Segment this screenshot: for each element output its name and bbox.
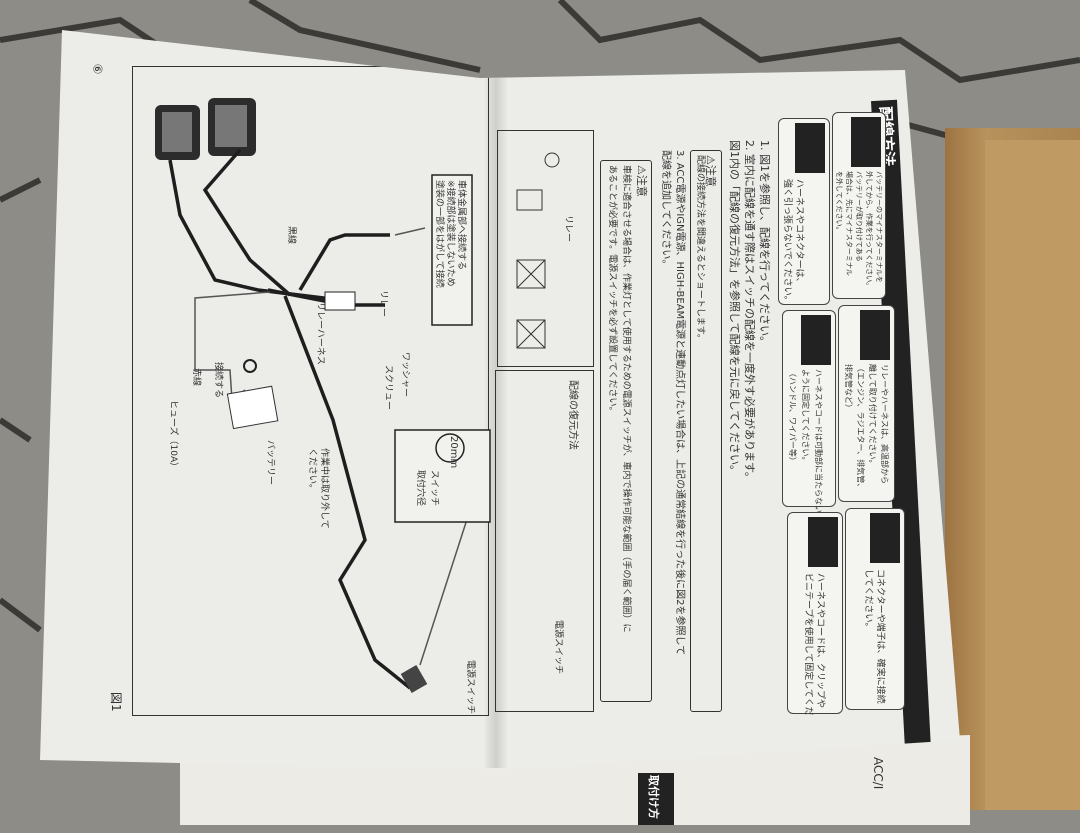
caution-2-text-1: 車検に適合させる場合は、作業灯として使用するための電源スイッチが、車内で操作可能… — [621, 165, 631, 633]
caution-card-tape: ハーネスやコードは、クリップやビニテープを使用して固定してくだ — [787, 512, 843, 716]
caution-2-text-2: あることが必要です。電源スイッチを必ず設置してください。 — [607, 165, 617, 416]
restore-box-title: 配線の復元方法 — [567, 380, 578, 450]
battery-label: バッテリー — [265, 440, 275, 486]
card-text: （エンジン、ラジエター、排気管、 — [856, 364, 865, 492]
pull-harness-icon — [795, 123, 825, 173]
card-text: ように固定してください。 — [801, 369, 810, 465]
card-text: してください。 — [863, 569, 873, 632]
relay-diagram-box — [497, 130, 594, 367]
figure-frame — [132, 66, 489, 716]
caution-card-pull: ハーネスやコネクターは、強く引っ張らないでください。 — [778, 118, 830, 305]
work-note-1: 作業中は取り外して — [319, 448, 329, 529]
relay-diagram — [516, 152, 560, 349]
card-text: ビニテープを使用して固定してくだ — [803, 573, 813, 716]
manual-sheet: ⑥ 図1 車体金属部へ接続する ※接続部は塗装しないため 塗装の一部をはがして接… — [40, 30, 960, 770]
ground-note-box — [431, 174, 473, 326]
step-1: 1. 図1を参照し、配線を行ってください。 — [758, 140, 771, 348]
hole-caption-2: 取付穴径 — [415, 470, 425, 507]
caution-1-text: 配線の接続方法を間違えるとショートします。 — [695, 155, 705, 343]
card-text: 外してから、作業を行ってください。 — [865, 171, 873, 290]
work-lamp-2 — [208, 98, 256, 156]
black-wire-label: 黒線 — [286, 226, 296, 245]
battery-terminal-icon — [851, 117, 881, 167]
caution-card-battery: バッテリーのマイナスターミナルを 外してから、作業を行ってください。 バッテリー… — [832, 112, 886, 299]
card-text: ハーネスやコードは、クリップや — [815, 573, 825, 709]
page-fold — [485, 78, 507, 768]
card-text: を外してください。 — [835, 171, 843, 234]
wiring-diagram — [155, 98, 491, 694]
switch-caption: 電源スイッチ — [553, 620, 563, 675]
caution-box-2 — [600, 160, 652, 702]
ground-note-2: ※接続部は塗装しないため — [445, 180, 455, 287]
relay-label: リレー — [378, 290, 388, 318]
step-3: 3. ACC電源やIGN電源、HIGH-BEAM電源と連動点灯したい場合は、上記… — [674, 150, 685, 656]
card-text: リレーやハーネスは、高温部から — [880, 364, 889, 484]
connect-label: 接続する — [213, 362, 223, 399]
fuse-label: ヒューズ（10A） — [168, 400, 178, 472]
card-text: コネクターや端子は、確実に接続 — [875, 569, 885, 704]
screw-label: スクリュー — [383, 365, 393, 411]
engine-icon — [860, 310, 890, 360]
hole-size-box — [394, 429, 491, 523]
red-wire-label: 赤線 — [191, 368, 201, 387]
hole-size-label: 20mm — [448, 436, 459, 469]
power-switch-label: 電源スイッチ — [465, 660, 475, 715]
work-note-2: ください。 — [307, 448, 317, 494]
step-2b: 図1内の「配線の復元方法」を参照して配線を元に戻してください。 — [728, 140, 741, 477]
card-text: 強く引っ張らないでください。 — [782, 179, 792, 305]
step-3b: 配線を追加してください。 — [660, 150, 671, 270]
relay-harness-label: リレーハーネス — [315, 302, 325, 365]
hole-caption-1: スイッチ — [429, 470, 439, 507]
caution-card-heat: リレーやハーネスは、高温部から 離して取り付けてください。 （エンジン、ラジエタ… — [838, 305, 895, 502]
caution-card-moving: ハーネスやコードは可動部に当たらない ように固定してください。 （ハンドル、ワイ… — [782, 310, 836, 513]
washer-label: ワッシャー — [400, 352, 410, 398]
caution-box-1 — [690, 150, 722, 712]
tape-icon — [808, 517, 838, 567]
card-text: バッテリーのマイナスターミナルを — [875, 171, 883, 283]
battery-drawing — [226, 385, 279, 430]
card-text: ハーネスやコネクターは、 — [794, 179, 804, 287]
connector-icon — [870, 513, 900, 563]
relay-diagram-label: リレー — [563, 215, 573, 243]
restore-method-box — [495, 370, 594, 712]
moving-parts-icon — [801, 315, 831, 365]
bottom-tag: ACC/I — [871, 757, 885, 790]
figure-label: 図1 — [109, 692, 123, 712]
card-text: 排気管など） — [844, 364, 853, 412]
work-lamp-1 — [155, 105, 200, 160]
card-text: 場合は、先にマイナスターミナル — [845, 171, 853, 276]
caution-1-title: ⚠注意 — [704, 155, 717, 187]
ground-note-3: 塗装の一部をはがして接続 — [434, 180, 444, 288]
step-2: 2. 室内に配線を通す際はスイッチの配線を一度外す必要があります。 — [743, 140, 756, 483]
cardboard-flap — [985, 140, 1080, 810]
card-text: （ハンドル、ワイパー等） — [788, 369, 797, 465]
caution-2-title: ⚠注意 — [635, 165, 648, 197]
card-text: 離して取り付けてください。 — [868, 364, 877, 468]
switch-drawing — [400, 664, 428, 694]
card-text: バッテリーが取り付けてある — [855, 171, 863, 262]
ground-note-1: 車体金属部へ接続する — [456, 180, 466, 271]
caution-card-connector: コネクターや端子は、確実に接続してください。 — [845, 508, 905, 710]
bottom-heading: 取付け方 — [647, 775, 660, 819]
card-text: ハーネスやコードは可動部に当たらない — [814, 369, 823, 513]
